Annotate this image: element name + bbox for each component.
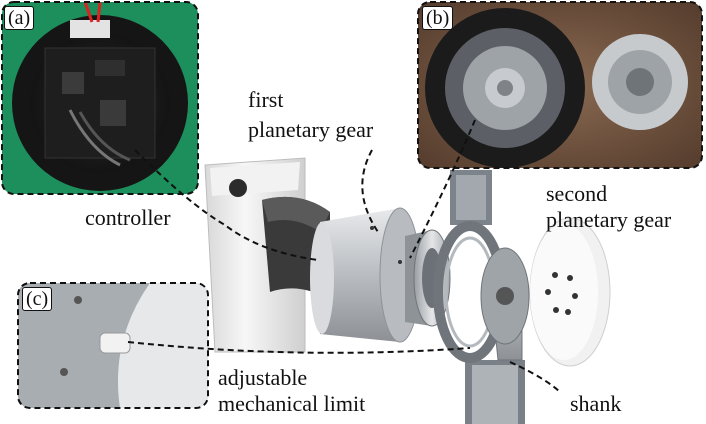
panel-c-tag: (c) xyxy=(22,287,53,311)
inset-b-frame xyxy=(417,1,703,169)
adjustable-mechanical-limit-label-line1: adjustable xyxy=(218,365,308,390)
callout-lines xyxy=(127,119,561,393)
inset-b-photo xyxy=(418,2,702,168)
panel-a-tag: (a) xyxy=(4,6,35,30)
leg-frame-vertical xyxy=(450,170,525,424)
callout-mechanical-limit xyxy=(127,341,471,354)
first-planetary-gear-label-line1: first xyxy=(248,87,284,112)
adjustable-mechanical-limit-label-line2: mechanical limit xyxy=(218,391,366,416)
inset-c-frame xyxy=(17,282,209,409)
white-housing xyxy=(204,157,330,353)
callout-first-planetary-gear xyxy=(361,149,379,233)
callout-controller xyxy=(134,149,319,261)
callout-second-planetary-gear xyxy=(409,119,476,259)
shank-label: shank xyxy=(570,391,622,416)
inset-a-photo xyxy=(2,2,198,194)
second-planetary-gear-label-line2: planetary gear xyxy=(546,207,672,232)
second-planetary-gear-label-line1: second xyxy=(546,181,608,206)
end-cap-disc xyxy=(529,217,611,367)
panel-b-tag: (b) xyxy=(422,6,454,30)
shank-link xyxy=(480,247,530,361)
first-planetary-gear-housing xyxy=(310,207,421,343)
controller-label: controller xyxy=(85,205,171,230)
inset-c-photo xyxy=(18,283,208,408)
callout-shank xyxy=(509,361,561,393)
inset-a-frame xyxy=(1,1,199,195)
first-planetary-gear-label-line2: planetary gear xyxy=(248,117,374,142)
